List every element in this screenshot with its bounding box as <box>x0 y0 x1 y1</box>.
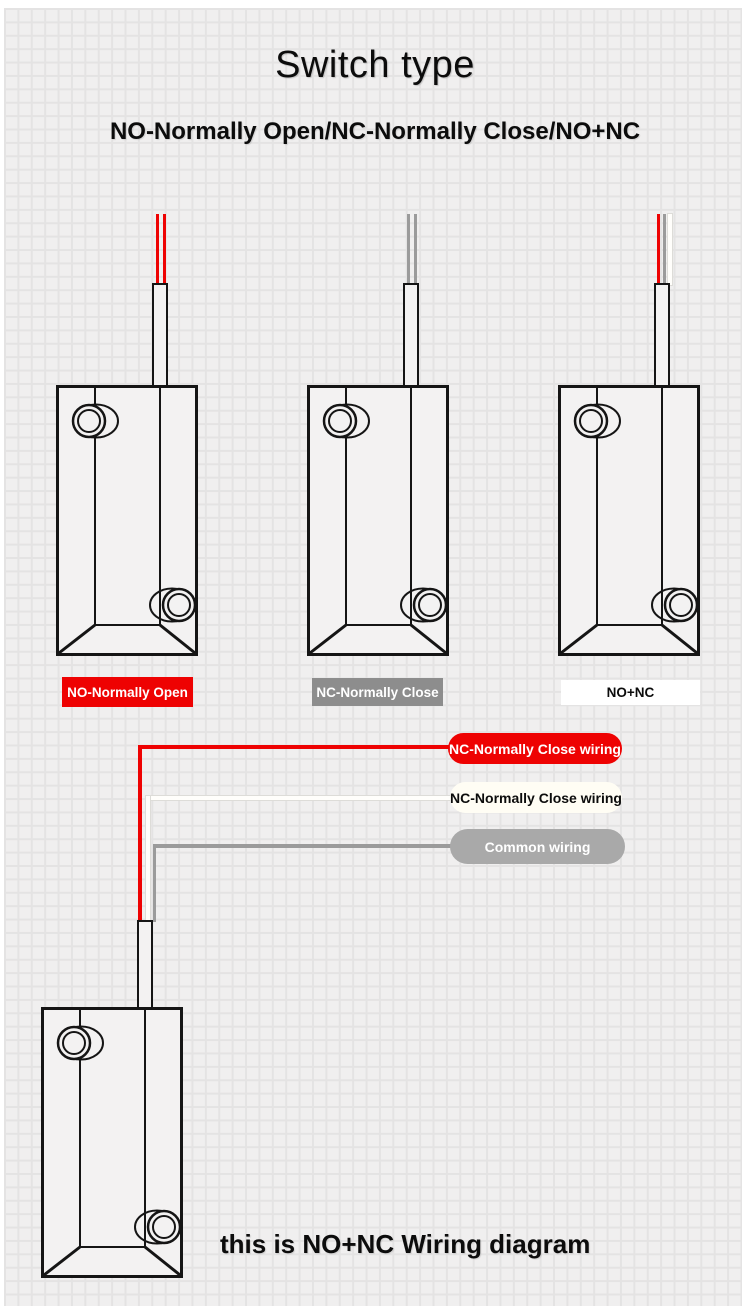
page-subtitle: NO-Normally Open/NC-Normally Close/NO+NC <box>109 118 641 145</box>
nc-switch-wire-2 <box>414 214 417 285</box>
no-switch-cable-stem <box>152 283 168 387</box>
wiring-switch-illustration <box>41 1007 183 1278</box>
wiring-switch-cable-stem <box>137 920 153 1010</box>
label-no-plus-nc: NO+NC <box>561 680 700 705</box>
nonc-switch-wire-red <box>656 214 660 285</box>
nc-switch-wire-1 <box>406 214 410 285</box>
no-switch-wire-2 <box>163 214 166 285</box>
wiring-gray-vertical <box>152 844 156 922</box>
nonc-switch-wire-white <box>667 214 672 285</box>
label-no-normally-open: NO-Normally Open <box>62 677 193 707</box>
pill-common-wiring: Common wiring <box>450 829 625 864</box>
pill-nc-wiring-white: NC-Normally Close wiring <box>450 782 622 813</box>
nonc-switch-cable-stem <box>654 283 670 387</box>
page-title: Switch type <box>275 44 475 86</box>
wiring-red-horizontal <box>138 745 458 749</box>
no-switch-wire-1 <box>155 214 159 285</box>
no-switch-illustration <box>56 385 198 656</box>
wiring-white-vertical <box>146 796 150 922</box>
wiring-gray-horizontal <box>152 844 459 848</box>
wiring-red-vertical <box>138 745 142 922</box>
nonc-switch-wire-gray <box>663 214 666 285</box>
label-nc-normally-close: NC-Normally Close <box>312 678 443 706</box>
nc-switch-illustration <box>307 385 449 656</box>
nc-switch-cable-stem <box>403 283 419 387</box>
wiring-white-horizontal <box>146 796 458 800</box>
nonc-switch-illustration <box>558 385 700 656</box>
wiring-caption: this is NO+NC Wiring diagram <box>220 1229 591 1259</box>
pill-nc-wiring-red: NC-Normally Close wiring <box>448 733 622 764</box>
